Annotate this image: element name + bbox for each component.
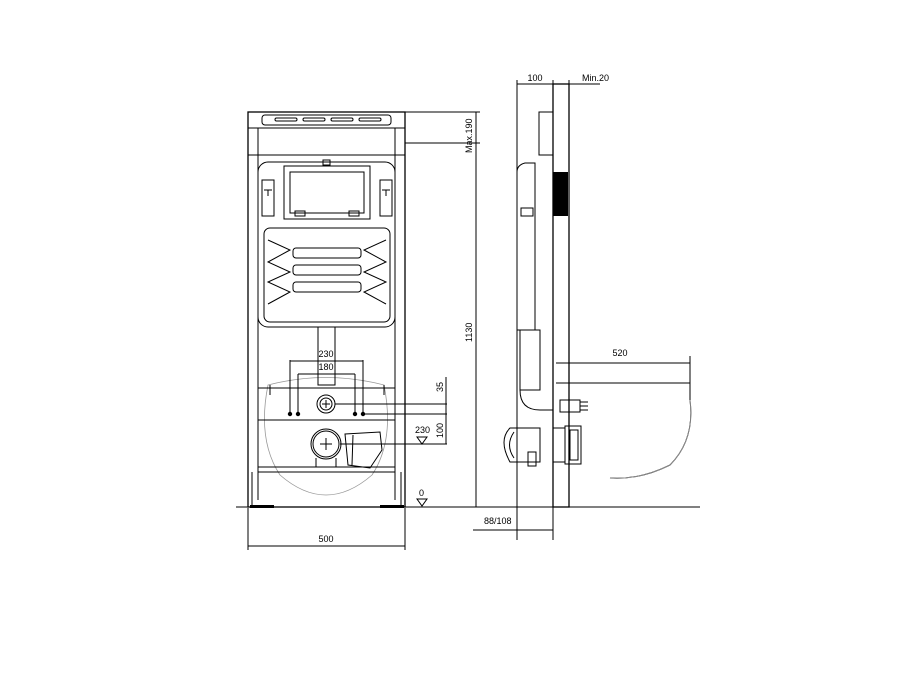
- dim-bowl-projection: 520: [612, 348, 627, 358]
- flush-plate: [283, 165, 371, 220]
- dim-inlet-offset: 35: [435, 382, 445, 392]
- side-view: 100 Min.20 520 88/108: [472, 73, 700, 540]
- dim-drain-offset: 100: [435, 423, 445, 438]
- drain-elbow: [503, 427, 541, 463]
- cistern-side: [516, 162, 536, 331]
- dim-width: 500: [318, 534, 333, 544]
- level-marker-icon: [416, 498, 428, 507]
- dim-frame-depth: 88/108: [484, 516, 512, 526]
- level-marker-icon: [416, 436, 428, 445]
- dim-inlet-spacing-inner: 180: [318, 362, 333, 372]
- mounting-bolts: [287, 411, 366, 417]
- cistern-panel: [263, 227, 391, 323]
- front-view: 230 180 35 100 230 0 500 Max.190 1130: [236, 111, 482, 550]
- level-drain: 230: [415, 425, 430, 435]
- level-floor: 0: [419, 488, 424, 498]
- dim-inlet-spacing-outer: 230: [318, 349, 333, 359]
- frame-outer: [247, 111, 406, 508]
- dim-min-wall: Min.20: [582, 73, 609, 83]
- actuator: [553, 172, 568, 216]
- bowl-outline: [264, 377, 388, 496]
- wall-frame: [552, 83, 570, 508]
- flush-pipe: [317, 326, 336, 386]
- dim-max-top: Max.190: [464, 118, 474, 153]
- dim-height: 1130: [464, 323, 474, 342]
- dim-depth: 100: [527, 73, 542, 83]
